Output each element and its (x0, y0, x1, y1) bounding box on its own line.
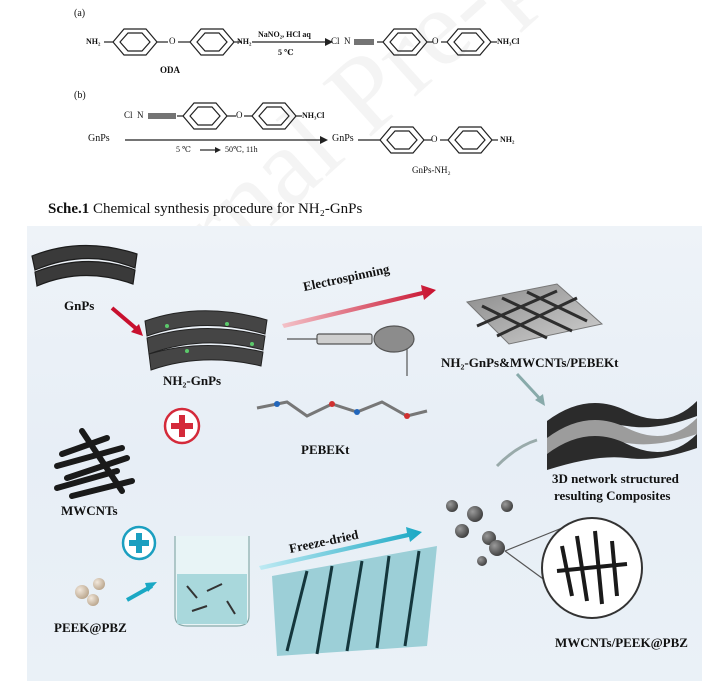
composite-particles-graphic (446, 500, 513, 566)
diazo-b-chloride: Cl (124, 110, 133, 120)
wavy-composite-graphic (547, 401, 697, 470)
oda-name: ODA (160, 65, 180, 75)
scheme-b-cond-a: 5 ℃ (176, 145, 191, 154)
product-b-ether-o: O (431, 134, 438, 144)
composite-label-line1: 3D network structured (552, 471, 679, 486)
syringe-graphic (287, 325, 415, 376)
zoom-circle-graphic (541, 517, 643, 619)
product-b-amine: NH₂ (500, 135, 515, 144)
freeze-dried-scaffold-graphic (272, 546, 437, 656)
scheme-b-tag: (b) (74, 90, 86, 101)
caption-text: Chemical synthesis procedure for NH₂-GnP… (89, 201, 363, 217)
mwcnts-bundle-graphic (54, 428, 135, 499)
pebekt-molecule-graphic (256, 400, 428, 418)
diazo-chloride: Cl (331, 36, 340, 46)
mat-label: NH₂-GnPs&MWCNTs/PEBEKt (441, 355, 619, 370)
electrospun-mat-graphic (465, 283, 604, 345)
nh2-gnps-graphic (144, 310, 268, 371)
composite-label-line2: resulting Composites (554, 488, 671, 503)
scheme-b-cond-b: 50℃, 11h (225, 145, 258, 154)
oda-ether-o: O (169, 36, 176, 46)
pebekt-label: PEBEKt (301, 442, 350, 457)
scheme-a-conditions-top: NaNO₂, HCl aq (258, 30, 311, 39)
mwcnts-label: MWCNTs (61, 503, 118, 518)
product-ammonium: NH₃Cl (497, 37, 520, 46)
scheme-a-tag: (a) (74, 8, 86, 19)
peek-pbz-label: PEEK@PBZ (54, 620, 127, 635)
gnps-start: GnPs (88, 133, 110, 144)
scheme-a-conditions-bottom: 5 ℃ (278, 48, 294, 57)
diazo-b-ether-o: O (236, 110, 243, 120)
oda-left-amine: NH₂ (86, 37, 101, 46)
result-label: MWCNTs/PEEK@PBZ (555, 635, 688, 650)
nh2-gnps-label: NH₂-GnPs (163, 373, 222, 388)
reaction-scheme (104, 28, 498, 154)
product-ether-o: O (432, 36, 439, 46)
gnps-label: GnPs (64, 298, 95, 313)
gnps-sheet-graphic (31, 244, 138, 287)
diazo-b-n: N (137, 110, 144, 120)
beaker-graphic (174, 536, 250, 627)
diazo-n: N (344, 36, 351, 46)
diazo-b-ammonium: NH₃Cl (302, 111, 325, 120)
gnps-product: GnPs (332, 133, 354, 144)
gnps-nh2-name: GnPs-NH₂ (412, 165, 451, 175)
scheme-caption: Sche.1 Chemical synthesis procedure for … (48, 201, 362, 218)
peek-pbz-particles-graphic (75, 578, 105, 606)
caption-number: Sche.1 (48, 201, 90, 217)
schematic-illustration (31, 244, 697, 656)
oda-right-amine: NH₂ (237, 37, 252, 46)
